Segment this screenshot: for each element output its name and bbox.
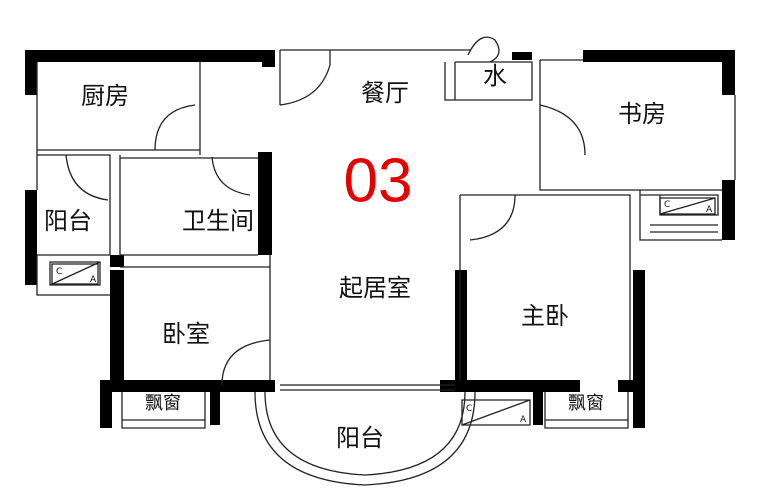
walls [25, 50, 735, 428]
room-label-kitchen: 厨房 [81, 82, 129, 110]
room-label-master-bedroom: 主卧 [521, 302, 569, 330]
ac-mark-right: A [90, 275, 97, 285]
room-label-living: 起居室 [339, 274, 411, 302]
room-label-bedroom: 卧室 [162, 320, 210, 348]
ac-mark-right: A [706, 205, 713, 215]
doors [65, 36, 586, 386]
room-label-balcony-main: 阳台 [336, 424, 384, 452]
ac-mark-right: A [520, 415, 527, 425]
ac-mark-left: C [56, 267, 62, 277]
ac-mark-left: C [664, 200, 670, 210]
room-label-dining: 餐厅 [361, 79, 409, 107]
plan-number: 03 [344, 146, 413, 215]
room-label-water: 水 [483, 62, 507, 90]
room-label-bathroom: 卫生间 [182, 207, 254, 235]
room-label-bay-window-left: 飘窗 [145, 393, 181, 414]
room-label-study: 书房 [618, 100, 666, 128]
thin-lines [36, 49, 736, 486]
ac-mark-left: C [466, 404, 472, 414]
room-label-balcony-small: 阳台 [44, 207, 92, 235]
room-label-bay-window-right: 飘窗 [568, 393, 604, 414]
